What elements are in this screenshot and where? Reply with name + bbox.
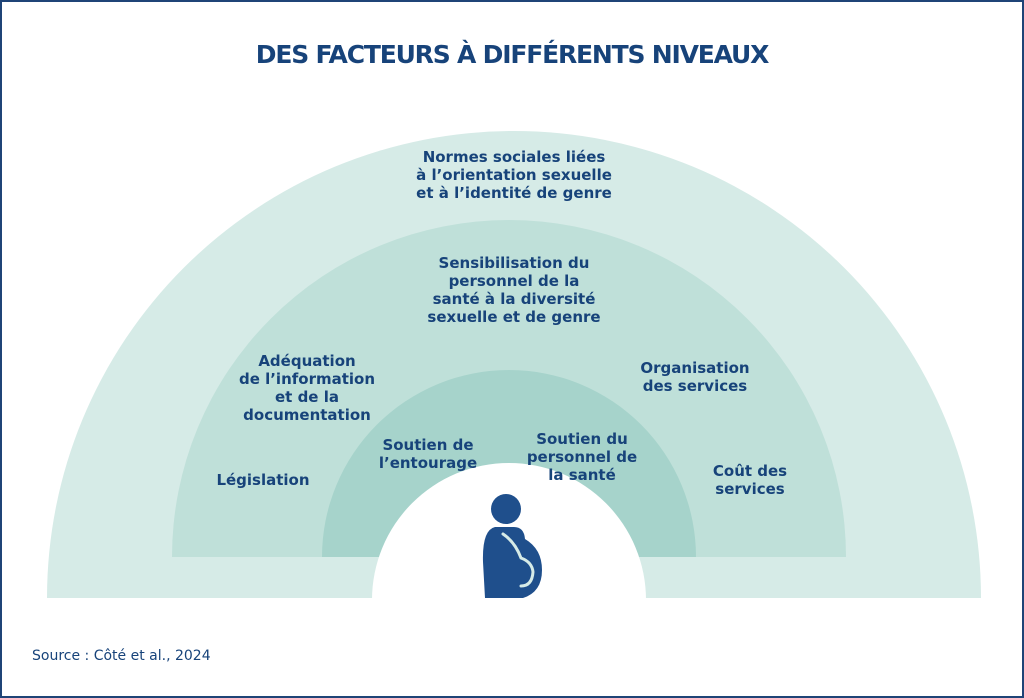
label-social-norms: Normes sociales liées à l’orientation se…: [416, 148, 612, 202]
label-service-costs: Coût des services: [712, 462, 788, 498]
label-staff-awareness: Sensibilisation du personnel de la santé…: [427, 254, 601, 326]
label-legislation: Législation: [216, 471, 310, 489]
diagram-title: DES FACTEURS À DIFFÉRENTS NIVEAUX: [255, 40, 770, 69]
label-entourage-support: Soutien de l’entourage: [378, 436, 478, 472]
label-service-organisation: Organisation des services: [640, 359, 750, 395]
pregnant-person-icon: [482, 494, 542, 598]
label-health-staff-support: Soutien du personnel de la santé: [526, 430, 638, 484]
label-information-adequacy: Adéquation de l’information et de la doc…: [238, 352, 376, 424]
source-citation: Source : Côté et al., 2024: [32, 648, 211, 664]
